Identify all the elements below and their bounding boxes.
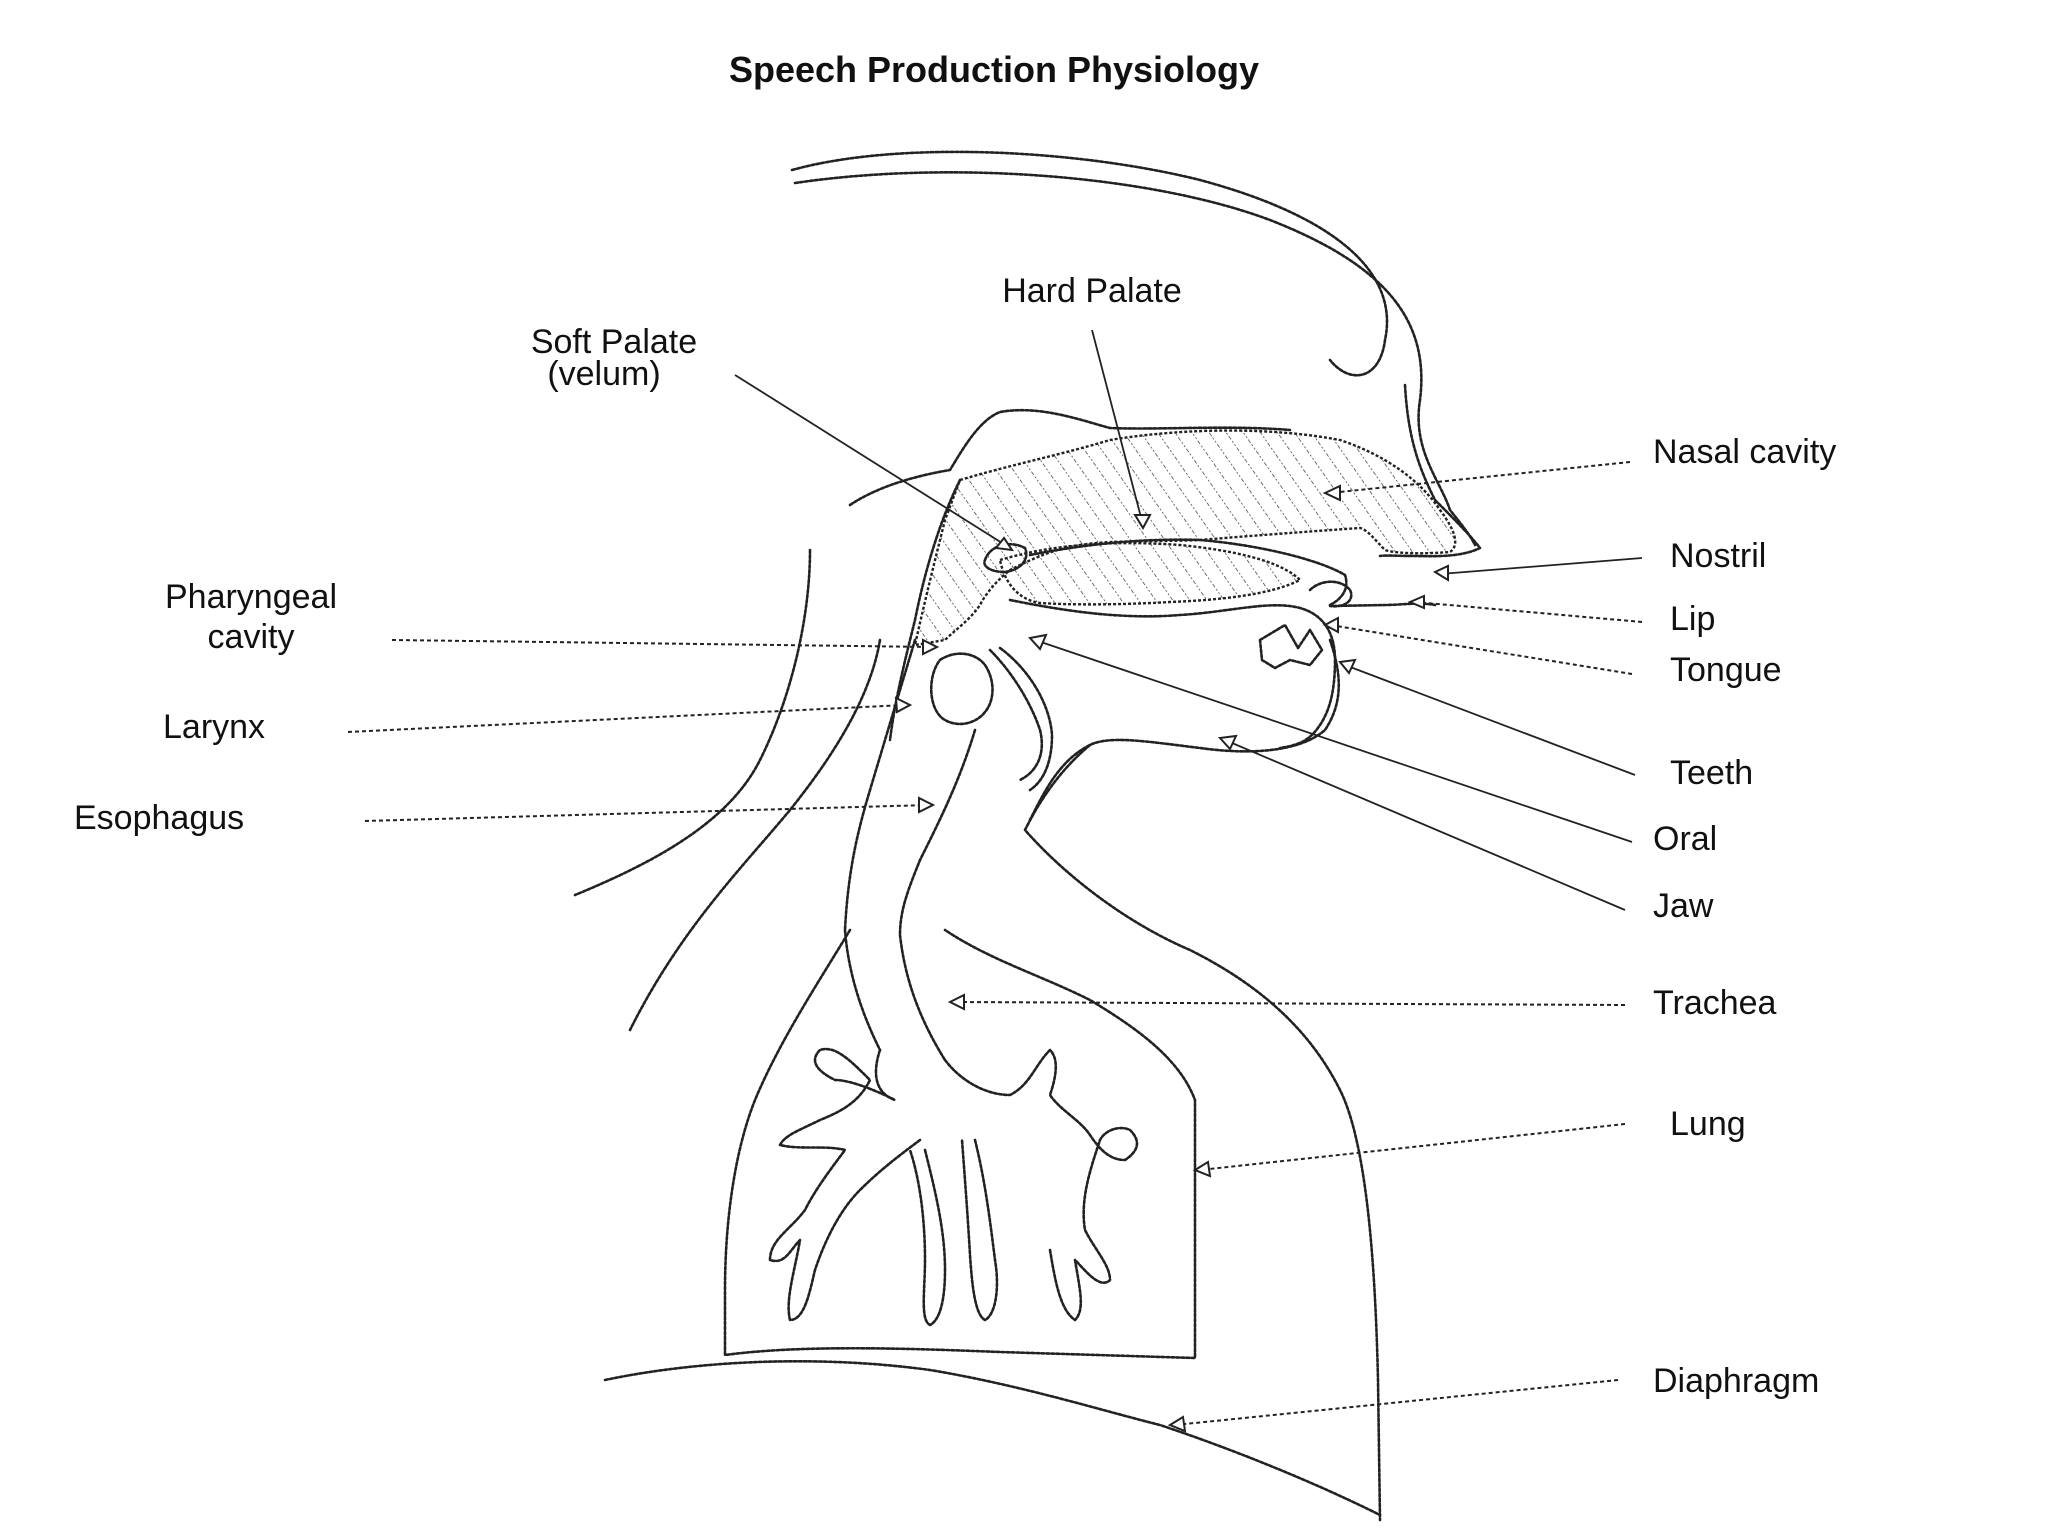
pharyngeal-leader: [391, 639, 933, 648]
label-teeth: Teeth: [1670, 754, 1753, 792]
neck-back-outer: [573, 548, 812, 897]
label-nostril: Nostril: [1670, 537, 1766, 575]
esophagus-left: [843, 638, 917, 932]
oral-arrow: [1028, 633, 1048, 651]
soft-palate-leader: [734, 374, 1011, 549]
bronchial-tree-left: [768, 1047, 922, 1322]
trachea-leader: [954, 1001, 1626, 1006]
epiglottis-lines-2: [998, 646, 1054, 792]
nasal-cavity-arrow: [1322, 484, 1341, 502]
bronchial-tree-center-2: [960, 1138, 999, 1322]
trachea-arrow: [947, 993, 965, 1011]
jaw-outline: [1028, 638, 1341, 822]
pharyngeal-arrow: [922, 638, 940, 656]
nostril-arrow: [1432, 564, 1449, 582]
esophagus-leader: [364, 804, 929, 822]
diagram-title: Speech Production Physiology: [729, 49, 1259, 90]
label-jaw: Jaw: [1653, 887, 1714, 925]
jaw-arrow: [1217, 734, 1238, 751]
label-velum: (velum): [547, 355, 660, 393]
oral-leader: [1034, 639, 1633, 843]
tongue-arrow: [1322, 616, 1339, 634]
bronchial-tree-center: [908, 1148, 947, 1327]
nose-outline: [1378, 383, 1482, 558]
larynx-arrow: [894, 696, 913, 714]
leader-lines: [347, 329, 1643, 1433]
epiglottis-lines-1: [988, 648, 1044, 782]
lung-outline: [723, 928, 1197, 1360]
label-tongue: Tongue: [1670, 651, 1782, 689]
lung-arrow: [1192, 1160, 1212, 1178]
diaphragm-line: [603, 1360, 1382, 1517]
hard-palate-arrow: [1133, 514, 1152, 531]
labels: Hard Palate Soft Palate (velum) Nasal ca…: [74, 272, 1836, 1400]
esophagus-arrow: [918, 796, 936, 814]
anatomy-outline: [573, 150, 1482, 1522]
forehead-outline: [793, 171, 1477, 547]
lip-leader: [1414, 601, 1643, 623]
bronchial-tree-right: [943, 1048, 1139, 1322]
hard-palate-leader: [1091, 329, 1144, 526]
larynx-shape: [929, 652, 994, 726]
label-hard-palate: Hard Palate: [1002, 272, 1182, 310]
label-oral: Oral: [1653, 820, 1717, 858]
soft-palate-arrow: [994, 536, 1015, 552]
teeth-arrow: [1338, 658, 1357, 675]
neck-front: [1023, 743, 1382, 1522]
label-pharyngeal-cavity: cavity: [208, 618, 295, 656]
label-lip: Lip: [1670, 600, 1715, 638]
skull-outline: [790, 150, 1389, 377]
neck-back-inner: [628, 638, 882, 1032]
nostril-leader: [1439, 557, 1643, 575]
lung-leader: [1199, 1123, 1626, 1171]
teeth-outline: [1258, 623, 1324, 670]
trachea-left: [843, 928, 882, 1052]
upper-lip-outline: [1308, 580, 1437, 608]
trachea-right: [898, 933, 947, 1062]
oral-cavity-region: [998, 541, 1303, 606]
label-diaphragm: Diaphragm: [1653, 1362, 1819, 1400]
esophagus-right: [898, 728, 977, 937]
tongue-outline: [1008, 598, 1337, 750]
label-soft-palate: Soft Palate: [531, 323, 697, 361]
tongue-leader: [1329, 624, 1633, 675]
lip-arrow: [1407, 594, 1425, 610]
label-trachea: Trachea: [1653, 984, 1777, 1022]
jaw-leader: [1224, 739, 1626, 911]
label-pharyngeal: Pharyngeal: [165, 578, 337, 616]
diaphragm-arrow: [1167, 1415, 1187, 1433]
nasal-cavity-leader: [1329, 461, 1631, 494]
label-esophagus: Esophagus: [74, 799, 244, 837]
teeth-leader: [1344, 664, 1636, 776]
nasal-cavity-region: [913, 429, 1457, 647]
nasopharynx-outline: [848, 408, 1292, 507]
label-lung: Lung: [1670, 1105, 1746, 1143]
label-nasal-cavity: Nasal cavity: [1653, 433, 1836, 471]
diaphragm-leader: [1174, 1379, 1619, 1426]
label-larynx: Larynx: [163, 708, 265, 746]
larynx-leader: [347, 704, 906, 733]
